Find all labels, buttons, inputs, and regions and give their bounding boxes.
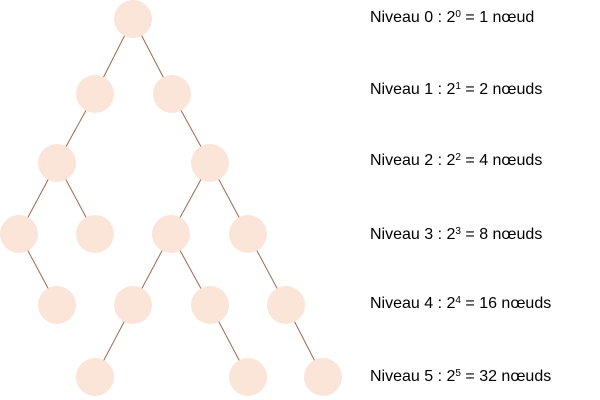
tree-node xyxy=(229,358,267,396)
tree-node xyxy=(153,75,191,113)
tree-node xyxy=(76,215,114,253)
tree-node xyxy=(76,75,114,113)
tree-node xyxy=(114,286,152,324)
tree-node xyxy=(38,144,76,182)
tree-node xyxy=(76,358,114,396)
level-3-label: Niveau 3 : 23 = 8 nœuds xyxy=(370,226,543,243)
tree-node xyxy=(304,358,342,396)
tree-node xyxy=(0,215,38,253)
tree-node xyxy=(152,215,190,253)
tree-node xyxy=(191,144,229,182)
level-5-label: Niveau 5 : 25 = 32 nœuds xyxy=(370,368,552,385)
tree-node xyxy=(229,215,267,253)
level-2-label: Niveau 2 : 22 = 4 nœuds xyxy=(370,152,543,169)
tree-node xyxy=(114,0,152,38)
tree-node xyxy=(267,286,305,324)
level-1-label: Niveau 1 : 21 = 2 nœuds xyxy=(370,81,543,98)
level-0-label: Niveau 0 : 20 = 1 nœud xyxy=(370,9,535,26)
tree-node xyxy=(38,286,76,324)
tree-node xyxy=(191,286,229,324)
level-4-label: Niveau 4 : 24 = 16 nœuds xyxy=(370,295,552,312)
